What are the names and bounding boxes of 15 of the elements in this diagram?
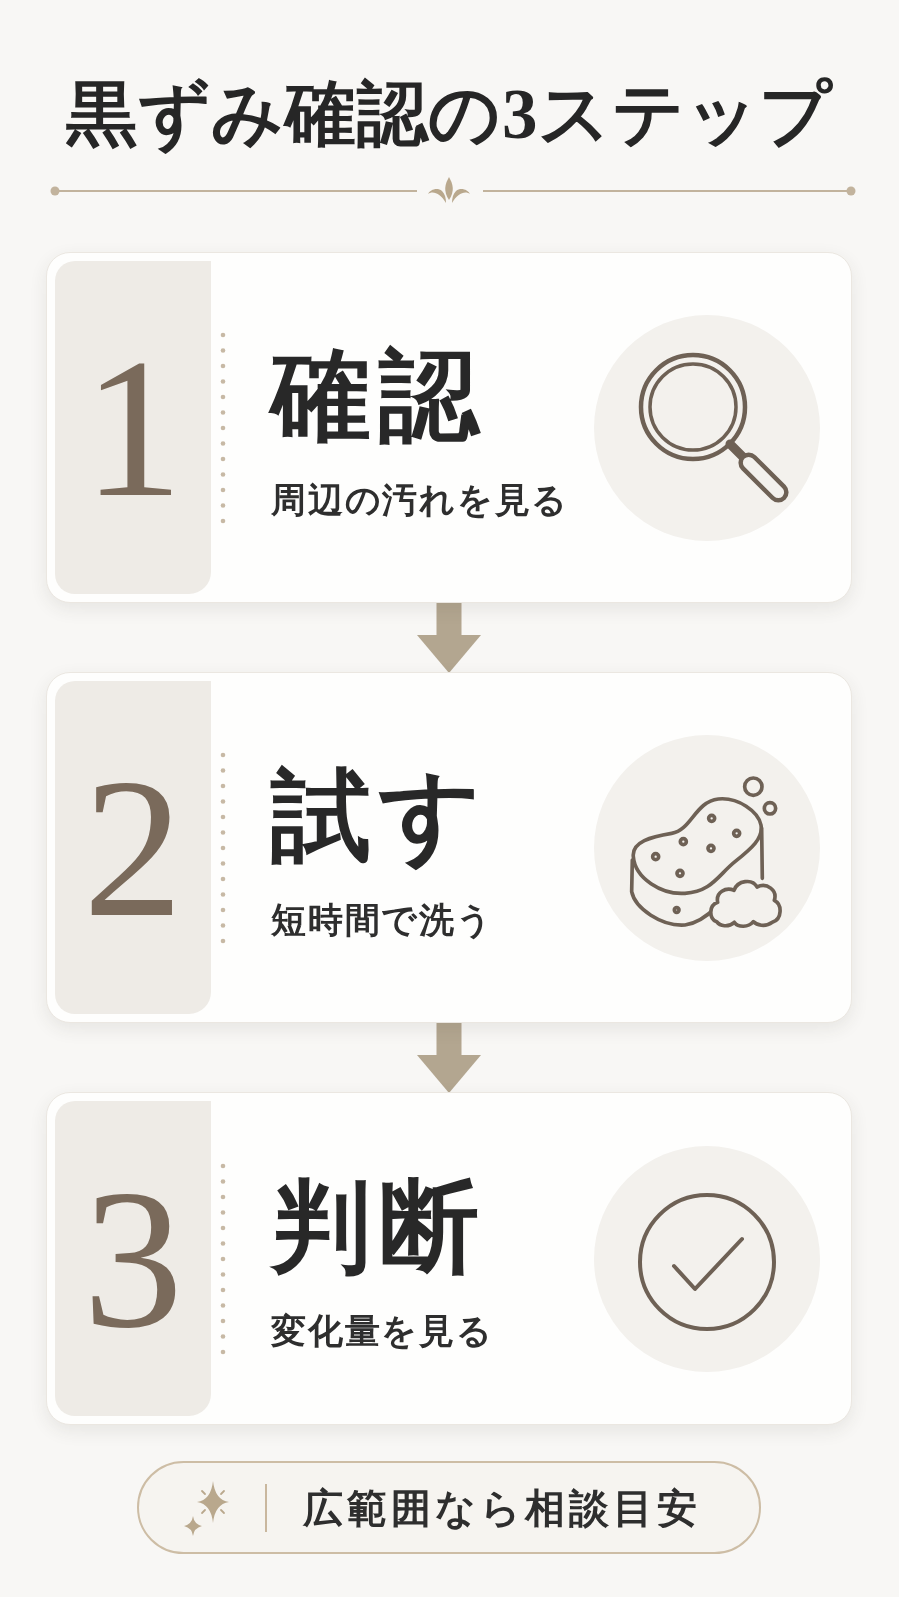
title: 黒ずみ確認の3ステップ <box>65 74 834 156</box>
step-number: 1 <box>83 327 183 528</box>
note-text: 広範囲なら相談目安 <box>303 1484 701 1531</box>
step-description: 周辺の汚れを見る <box>271 479 569 521</box>
step-description: 短時間で洗う <box>271 899 494 941</box>
step-title: 判断 <box>271 1170 487 1285</box>
step-number: 2 <box>83 747 183 948</box>
flow-arrow <box>417 603 481 673</box>
step-title: 試す <box>271 759 489 874</box>
step-card <box>46 252 852 603</box>
step-card <box>46 1092 852 1425</box>
step-description: 変化量を見る <box>271 1310 494 1352</box>
flow-arrow <box>417 1023 481 1093</box>
step-number: 3 <box>83 1158 183 1359</box>
step-card <box>46 672 852 1023</box>
